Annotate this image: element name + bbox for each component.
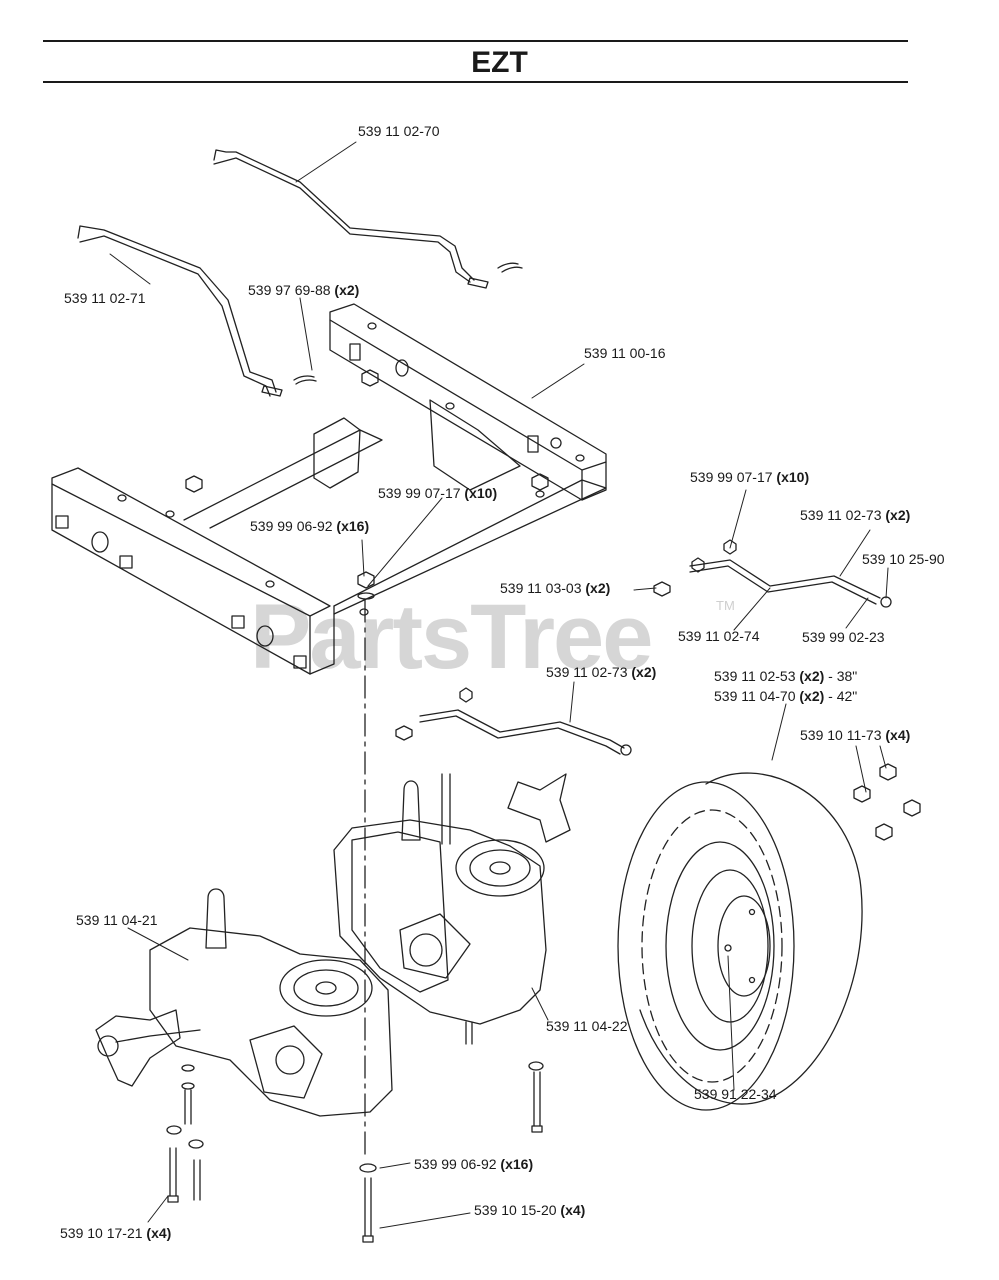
linkage-rod-right	[653, 539, 892, 608]
label-hairpin-clip: 539 97 69-88 (x2)	[248, 282, 360, 298]
label-rod-right: 539 11 02-73 (x2)	[800, 507, 911, 523]
label-valve-stem: 539 91 22-34	[694, 1086, 777, 1102]
leader-lines	[109, 141, 889, 1229]
label-lug-nut: 539 10 11-73 (x4)	[800, 727, 911, 743]
frame-nuts	[185, 369, 549, 600]
transaxle-left	[95, 888, 393, 1117]
control-rod-upper	[213, 149, 523, 289]
label-transaxle-left: 539 11 04-21	[76, 912, 158, 928]
label-transaxle-right: 539 11 04-22	[546, 1018, 628, 1034]
label-nut-rod: 539 99 02-23	[802, 629, 885, 645]
wheel-assembly	[617, 772, 863, 1111]
label-control-rod-upper: 539 11 02-70	[358, 123, 440, 139]
title-bottom-rule	[43, 81, 908, 83]
label-frame: 539 11 00-16	[584, 345, 666, 361]
label-washer-frame: 539 99 06-92 (x16)	[250, 518, 370, 534]
label-bolt-linkage: 539 11 03-03 (x2)	[500, 580, 611, 596]
label-bolt-center: 539 10 15-20 (x4)	[474, 1202, 586, 1218]
label-wheel-42: 539 11 04-70 (x2) - 42"	[714, 688, 858, 704]
lug-nuts	[853, 763, 921, 841]
title-top-rule	[43, 40, 908, 42]
label-linkage-rod: 539 11 02-74	[678, 628, 760, 644]
label-rod-end: 539 10 25-90	[862, 551, 945, 567]
frame-weldment	[51, 303, 607, 675]
control-rod-lower	[77, 225, 317, 397]
label-bolt-left: 539 10 17-21 (x4)	[60, 1225, 172, 1241]
label-control-rod-lower: 539 11 02-71	[64, 290, 146, 306]
watermark-trademark: TM	[716, 598, 735, 613]
label-washer-bottom: 539 99 06-92 (x16)	[414, 1156, 534, 1172]
transaxle-right	[333, 773, 571, 1045]
label-nut-right: 539 99 07-17 (x10)	[690, 469, 810, 485]
linkage-rod-middle	[395, 687, 632, 756]
page-title: EZT	[471, 46, 528, 79]
bolts-and-washers	[166, 1061, 544, 1243]
label-wheel-38: 539 11 02-53 (x2) - 38"	[714, 668, 858, 684]
label-rod-middle: 539 11 02-73 (x2)	[546, 664, 657, 680]
label-nut-frame: 539 99 07-17 (x10)	[378, 485, 498, 501]
